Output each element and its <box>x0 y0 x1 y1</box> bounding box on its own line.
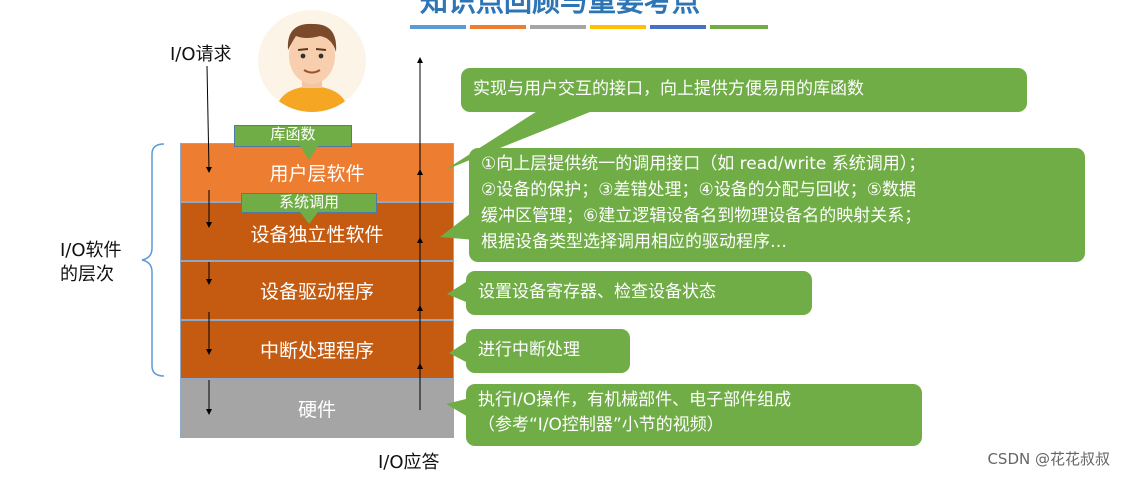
callout-interrupt-text: 进行中断处理 <box>478 340 580 360</box>
callout-indep-line2: ②设备的保护；③差错处理；④设备的分配与回收；⑤数据 <box>481 177 1073 203</box>
callout-indep-line1: ①向上层提供统一的调用接口（如 read/write 系统调用）； <box>481 151 1073 177</box>
callout-interrupt: 进行中断处理 <box>466 329 630 373</box>
callout-indep-line4: 根据设备类型选择调用相应的驱动程序… <box>481 229 1073 255</box>
callout-user-software-text: 实现与用户交互的接口，向上提供方便易用的库函数 <box>473 79 864 99</box>
watermark: CSDN @花花叔叔 <box>987 448 1110 469</box>
callout-indep-line3: 缓冲区管理；⑥建立逻辑设备名到物理设备名的映射关系； <box>481 203 1073 229</box>
callout-hardware-line1: 执行I/O操作，有机械部件、电子部件组成 <box>478 388 910 413</box>
callout-hardware: 执行I/O操作，有机械部件、电子部件组成 （参考“I/O控制器”小节的视频） <box>466 384 922 446</box>
callout-device-driver: 设置设备寄存器、检查设备状态 <box>466 271 812 315</box>
callout-hardware-line2: （参考“I/O控制器”小节的视频） <box>478 413 910 438</box>
callout-device-driver-text: 设置设备寄存器、检查设备状态 <box>478 282 716 302</box>
callout-device-independent: ①向上层提供统一的调用接口（如 read/write 系统调用）； ②设备的保护… <box>469 148 1085 262</box>
callout-user-software: 实现与用户交互的接口，向上提供方便易用的库函数 <box>461 68 1027 112</box>
